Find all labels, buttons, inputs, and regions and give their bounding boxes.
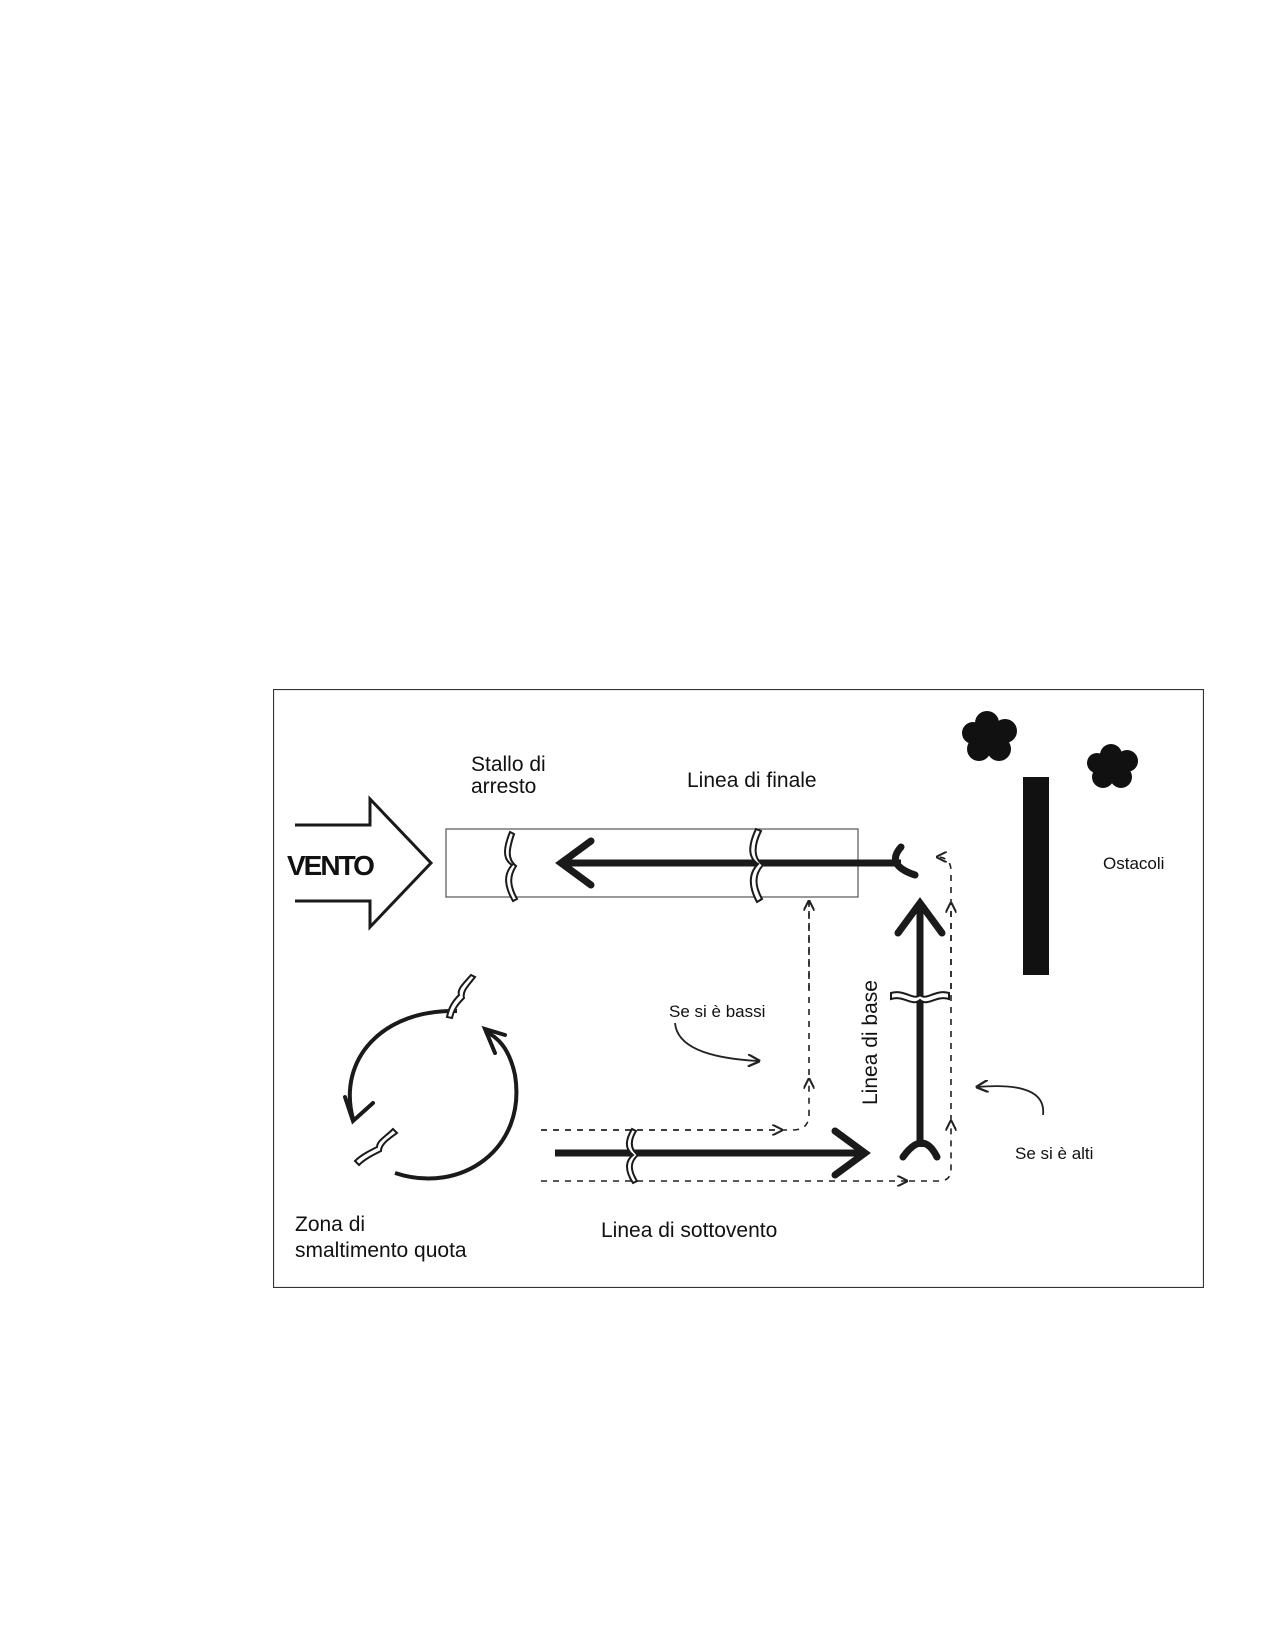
glider-icon bbox=[749, 827, 765, 904]
zona-label-line1: Zona di bbox=[295, 1213, 365, 1236]
base-label: Linea di base bbox=[859, 980, 882, 1105]
high-path-dashed bbox=[541, 857, 951, 1181]
high-indicator-arrow bbox=[977, 1086, 1044, 1116]
sottovento-label: Linea di sottovento bbox=[601, 1219, 777, 1242]
tree-icon bbox=[1087, 744, 1138, 788]
downwind-leg-arrow bbox=[555, 1127, 871, 1179]
low-indicator-arrow bbox=[674, 1022, 759, 1061]
se-bassi-label: Se si è bassi bbox=[669, 1002, 765, 1021]
vento-label: VENTO bbox=[287, 850, 374, 881]
glider-icon bbox=[445, 973, 477, 1020]
landing-pattern-diagram: VENTO bbox=[273, 689, 1204, 1288]
stallo-label-line2: arresto bbox=[471, 775, 536, 798]
glider-icon bbox=[353, 1127, 399, 1167]
glider-icon bbox=[890, 991, 950, 1004]
se-alti-label: Se si è alti bbox=[1015, 1144, 1093, 1163]
zona-label-line2: smaltimento quota bbox=[295, 1239, 467, 1262]
obstacle-wall-icon bbox=[1023, 777, 1049, 975]
turn-base-final bbox=[891, 843, 919, 879]
glider-icon bbox=[625, 1127, 640, 1185]
tree-icon bbox=[962, 711, 1017, 761]
low-path-dashed bbox=[541, 901, 809, 1130]
wind-arrow-icon bbox=[295, 795, 434, 931]
glider-icon bbox=[504, 830, 519, 903]
turn-downwind-base bbox=[899, 1139, 941, 1161]
ostacoli-label: Ostacoli bbox=[1103, 854, 1164, 873]
figure-frame bbox=[273, 689, 1204, 1288]
final-leg-arrow bbox=[555, 837, 901, 889]
stallo-label-line1: Stallo di bbox=[471, 753, 546, 776]
height-loss-circle bbox=[343, 1008, 519, 1181]
finale-label: Linea di finale bbox=[687, 769, 817, 792]
base-leg-arrow bbox=[894, 897, 946, 1147]
